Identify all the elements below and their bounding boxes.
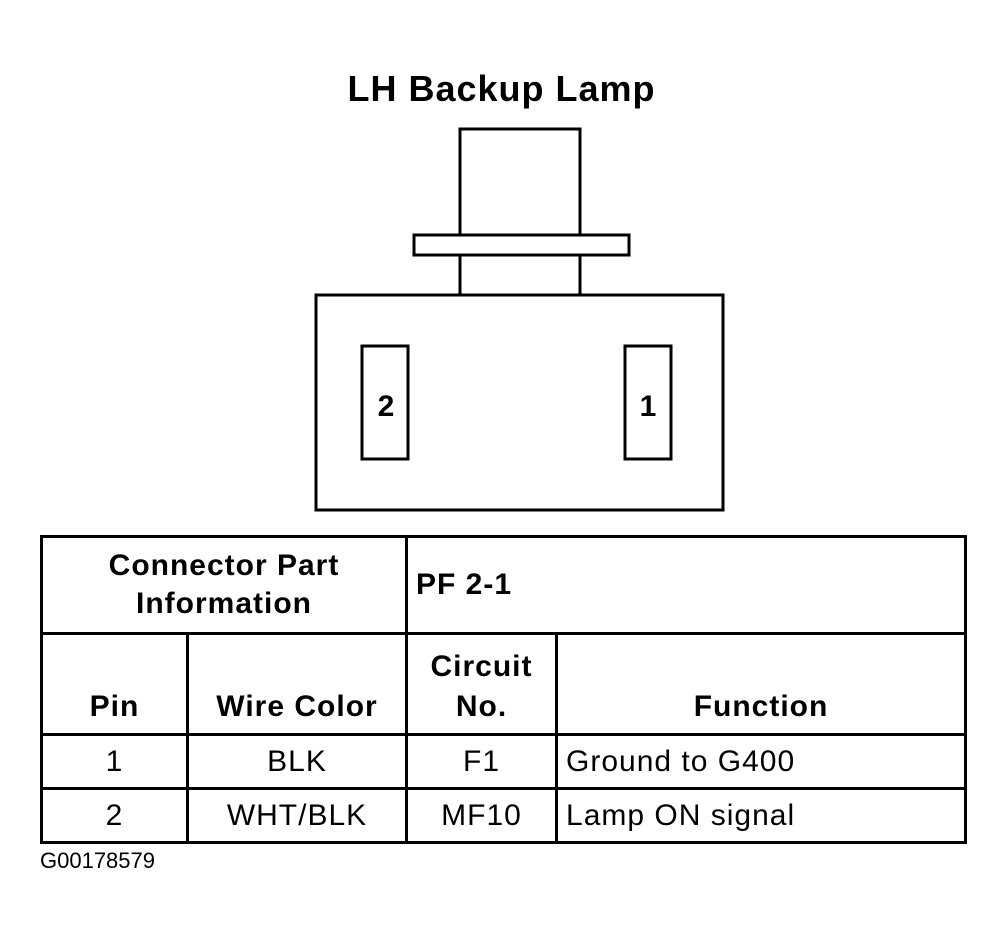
figure-id: G00178579 [40, 848, 155, 873]
row-function: Lamp ON signal [555, 787, 968, 844]
part-info-label-line1: Connector Part [108, 549, 340, 582]
pin-1-cavity [623, 344, 673, 461]
part-info-row: Connector Part Information PF 2-1 [39, 535, 968, 635]
row-pin: 1 [40, 733, 189, 790]
part-info-label: Connector Part Information [39, 535, 409, 635]
pin-2-label: 2 [378, 390, 395, 423]
header-pin: Pin [40, 632, 189, 736]
header-row: Pin Wire Color Circuit No. Function [40, 632, 968, 736]
row-circuit: MF10 [405, 787, 559, 844]
row-wire-color: BLK [185, 733, 409, 790]
header-circuit-line1: Circuit [430, 650, 533, 683]
row-wire-color: WHT/BLK [185, 787, 409, 844]
connector-info-table: Connector Part Information PF 2-1 Pin Wi… [39, 535, 968, 844]
header-circuit-line2: No. [455, 690, 508, 723]
header-wire-color: Wire Color [185, 632, 409, 736]
part-info-label-line2: Information [136, 587, 312, 620]
table-row: 1 BLK F1 Ground to G400 [40, 733, 968, 790]
diagram-title: LH Backup Lamp [347, 68, 656, 109]
row-circuit: F1 [405, 733, 559, 790]
row-function: Ground to G400 [555, 733, 968, 790]
part-info-value: PF 2-1 [405, 535, 968, 635]
connector-drawing: 2 1 [314, 127, 725, 512]
header-circuit-no: Circuit No. [405, 632, 559, 736]
connector-top-tab [458, 127, 582, 237]
row-pin: 2 [40, 787, 189, 844]
table-row: 2 WHT/BLK MF10 Lamp ON signal [40, 787, 968, 844]
pin-1-label: 1 [640, 390, 657, 423]
connector-neck [458, 253, 582, 297]
connector-flange [412, 233, 631, 257]
pin-2-cavity [360, 344, 410, 461]
header-function: Function [555, 632, 968, 736]
